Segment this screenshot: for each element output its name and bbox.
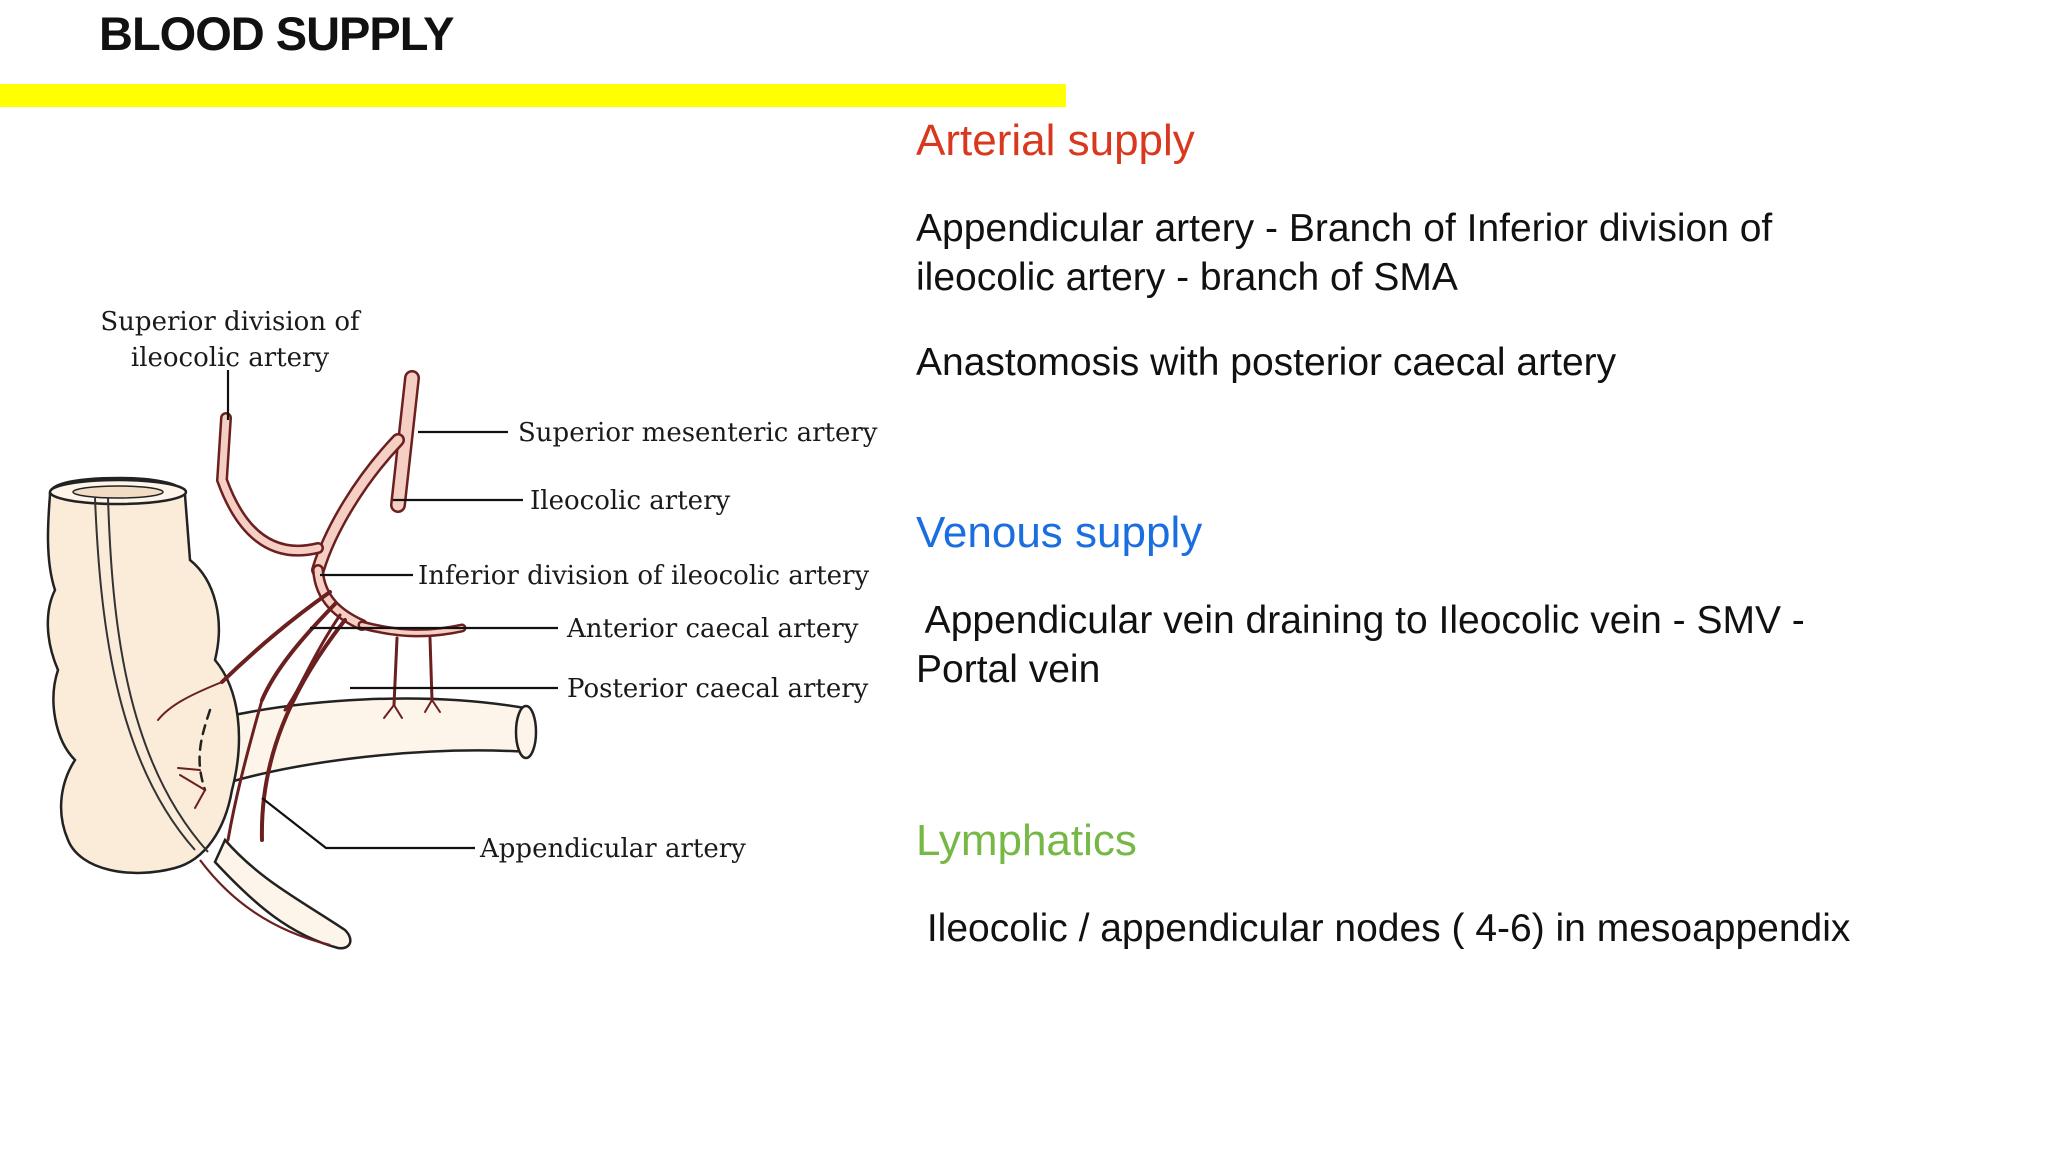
venous-supply-heading: Venous supply: [916, 508, 1203, 557]
anastomosis-text: Anastomosis with posterior caecal artery: [916, 341, 1617, 384]
arterial-line-1: Appendicular artery - Branch of Inferior…: [916, 207, 1773, 250]
label-superior-division-line2: ileocolic artery: [131, 343, 330, 373]
venous-line-2: Portal vein: [916, 648, 1101, 691]
title-accent-bar: [0, 84, 1066, 107]
ileum-illustration: [218, 697, 538, 784]
label-ileocolic-artery: Ileocolic artery: [530, 486, 730, 516]
appendix-blood-supply-diagram: Superior division of ileocolic artery Su…: [46, 307, 878, 950]
arterial-supply-text: Appendicular artery - Branch of Inferior…: [916, 204, 1916, 302]
label-posterior-caecal-artery: Posterior caecal artery: [567, 674, 869, 704]
label-anterior-caecal-artery: Anterior caecal artery: [566, 614, 859, 644]
label-superior-division-line1: Superior division of: [100, 307, 362, 337]
lymphatics-text: Ileocolic / appendicular nodes ( 4-6) in…: [916, 907, 1851, 950]
label-appendicular-artery: Appendicular artery: [479, 834, 746, 864]
caecum-illustration: [46, 476, 241, 875]
venous-line-1: Appendicular vein draining to Ileocolic …: [916, 599, 1805, 642]
arterial-line-2: ileocolic artery - branch of SMA: [916, 256, 1458, 299]
label-inferior-division-ileocolic-artery: Inferior division of ileocolic artery: [418, 561, 869, 591]
lymphatics-heading: Lymphatics: [916, 816, 1137, 865]
arterial-supply-heading: Arterial supply: [916, 116, 1195, 165]
venous-supply-text: Appendicular vein draining to Ileocolic …: [916, 596, 1916, 694]
label-leader-lines: [226, 370, 558, 850]
appendix-illustration: [199, 837, 352, 950]
label-superior-mesenteric-artery: Superior mesenteric artery: [518, 418, 878, 448]
slide-title: BLOOD SUPPLY: [99, 7, 454, 60]
